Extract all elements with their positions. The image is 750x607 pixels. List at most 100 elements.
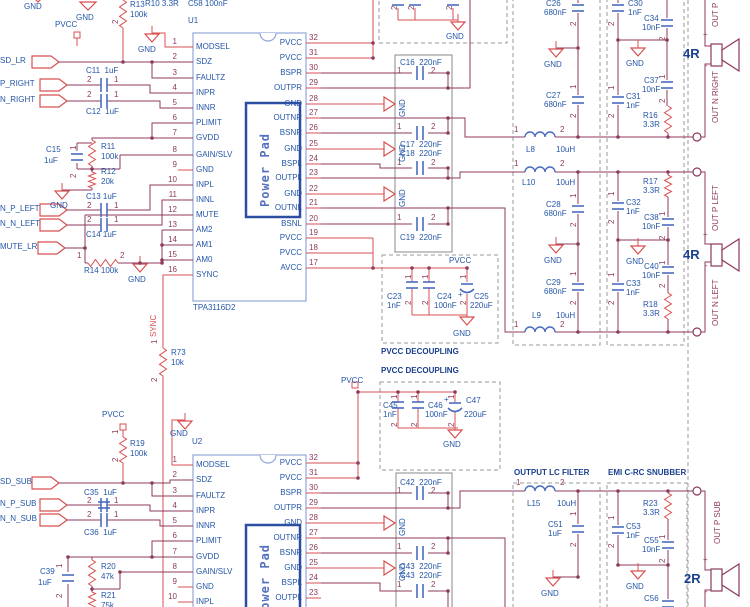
- junction-dot: [446, 506, 450, 510]
- u1-pin-number: 29: [309, 78, 318, 87]
- power-pin-icon: [351, 381, 359, 389]
- junction-dot: [371, 56, 375, 60]
- label-c55: C55: [644, 536, 659, 545]
- resistor-symbol: [663, 174, 673, 198]
- u2-pin-number: 7: [172, 547, 177, 556]
- label-gnd: GND: [50, 201, 68, 210]
- label-r10: R10 3.3R: [145, 0, 179, 8]
- label-p1: 1: [397, 542, 402, 551]
- resistor-symbol: [158, 347, 168, 377]
- label-gnd: GND: [544, 60, 562, 69]
- speaker-icon: [710, 568, 723, 592]
- port-mutelr: MUTE_LR: [0, 242, 38, 251]
- u2-pin-number: 5: [172, 516, 177, 525]
- label-p1: 1: [114, 90, 119, 99]
- label-p1: 1: [569, 193, 578, 198]
- cap-bank-box: [395, 472, 453, 607]
- junction-dot: [396, 390, 400, 394]
- speaker-icon: [721, 37, 740, 73]
- u1-pin-number: 15: [168, 250, 177, 259]
- speaker-icon: [721, 562, 740, 598]
- u1-pin-name: MUTE: [196, 210, 219, 219]
- gnd-symbol: [629, 245, 647, 255]
- wire: [151, 62, 193, 79]
- u1-pin-number: 5: [172, 98, 177, 107]
- u2-pin-name: INPR: [196, 506, 216, 515]
- u2-pin-name: GVDD: [196, 552, 220, 561]
- gnd-symbol: [131, 263, 149, 273]
- power-pin-icon: [73, 31, 81, 39]
- label-p2: 2: [87, 90, 92, 99]
- junction-dot: [446, 551, 450, 555]
- label-r17: R17: [643, 177, 658, 186]
- junction-dot: [66, 555, 70, 559]
- junction-dot: [616, 170, 620, 174]
- label-r12v: 20k: [101, 177, 114, 186]
- label-p1: 1: [397, 486, 402, 495]
- label-c14: C14 1uF: [86, 230, 117, 239]
- label-part: TPA3116D2: [193, 303, 236, 312]
- label-p2: 2: [410, 422, 419, 427]
- label-gnd: GND: [24, 2, 42, 11]
- section-box: [379, 381, 501, 471]
- u2-pin-name: FAULTZ: [196, 491, 226, 500]
- label-p2: 2: [87, 510, 92, 519]
- label-rv33: 3.3R: [643, 186, 660, 195]
- wire: [701, 171, 711, 245]
- port-pright: P_RIGHT: [0, 79, 35, 88]
- wire: [448, 207, 513, 333]
- polarized-capacitor-symbol: [447, 407, 463, 413]
- gnd-symbol: [35, 0, 41, 3]
- label-r14: R14 100k: [84, 266, 119, 275]
- label-p1: 1: [397, 213, 402, 222]
- label-p1: 1: [658, 260, 667, 265]
- label-cv10: 10nF: [642, 23, 661, 32]
- label-p1: 1: [658, 74, 667, 79]
- label-c29: C29: [546, 278, 561, 287]
- u1-pin-number: 30: [309, 63, 318, 72]
- u1-pin-name: GVDD: [196, 133, 220, 142]
- u1-pin-name: BSNL: [281, 219, 302, 228]
- port-flag: [39, 94, 68, 108]
- wire: [701, 490, 711, 571]
- label-p2: 2: [55, 593, 64, 598]
- label-p2: 2: [607, 300, 616, 305]
- label-r18: R18: [643, 300, 658, 309]
- label-spk4r: 4R: [683, 247, 700, 262]
- label-pvcc: PVCC: [341, 376, 364, 385]
- u1-pin-name: OUTPR: [274, 83, 302, 92]
- resistor-symbol: [663, 292, 673, 320]
- u1-pin-number: 25: [309, 139, 318, 148]
- wire: [701, 261, 711, 333]
- label-r13v: 100k: [130, 10, 148, 19]
- label-p2: 2: [120, 251, 125, 260]
- label-p2: 2: [459, 300, 468, 305]
- label-c51: C51: [548, 520, 563, 529]
- label-p1: 1: [514, 125, 519, 134]
- label-pad: Power Pad: [258, 132, 272, 207]
- u1-pin-number: 18: [309, 243, 318, 252]
- junction-dot: [427, 266, 431, 270]
- port-nnsub: N_N_SUB: [0, 514, 37, 523]
- connector-pad: [692, 327, 702, 337]
- label-p1: 1: [607, 515, 616, 520]
- label-p1: 1: [516, 478, 521, 487]
- u1-pin-name: AM0: [196, 255, 213, 264]
- label-c18: C18 220nF: [400, 149, 442, 158]
- junction-dot: [666, 563, 670, 567]
- junction-dot: [446, 71, 450, 75]
- label-gnd: GND: [138, 45, 156, 54]
- section-box: [606, 482, 688, 607]
- gnd-symbol: [383, 140, 397, 158]
- label-p2: 2: [150, 377, 159, 382]
- label-p1: 1: [410, 394, 419, 399]
- junction-dot: [666, 135, 670, 139]
- u2-pin-name: OUTPR: [274, 503, 302, 512]
- port-flag: [31, 476, 60, 490]
- label-p2: 2: [447, 422, 456, 427]
- label-p2: 2: [111, 457, 120, 462]
- label-p2: 2: [431, 122, 436, 131]
- wire: [448, 0, 471, 89]
- label-cv1: 1nF: [626, 207, 640, 216]
